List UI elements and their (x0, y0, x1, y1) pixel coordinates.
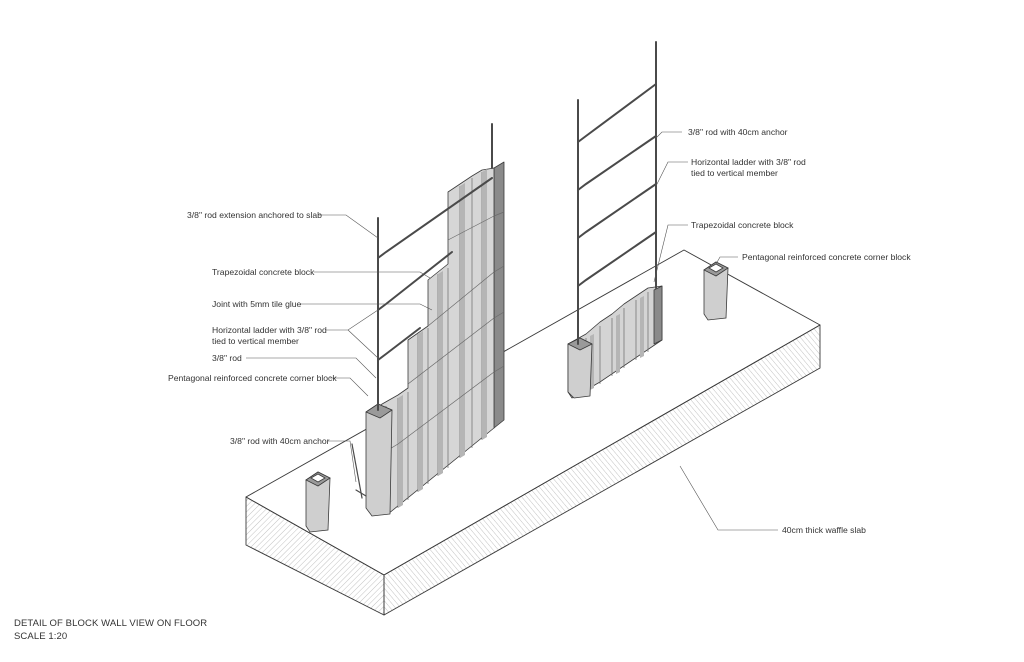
left-ladder-rung-3 (377, 327, 421, 361)
right-ladder-rung-4 (577, 231, 657, 287)
label-left-ladder-line1: Horizontal ladder with 3/8" rod (212, 325, 327, 335)
free-corner-block-left (305, 471, 331, 533)
label-left-ladder-line2: tied to vertical member (212, 336, 299, 346)
label-right-corner-block: Pentagonal reinforced concrete corner bl… (742, 252, 911, 262)
waffle-slab (245, 249, 821, 616)
label-right-rod-anchor: 3/8" rod with 40cm anchor (688, 127, 788, 137)
annotation-labels: 3/8" rod extension anchored to slab Trap… (168, 127, 911, 535)
label-left-rod: 3/8" rod (212, 353, 242, 363)
label-left-rod-anchor: 3/8" rod with 40cm anchor (230, 436, 330, 446)
left-anchor-rod (351, 443, 363, 499)
free-corner-block-right (703, 261, 729, 321)
right-ladder-rung-3 (577, 183, 657, 239)
leader-lines (246, 131, 778, 531)
label-left-rod-extension: 3/8" rod extension anchored to slab (187, 210, 322, 220)
left-wall-side-face (493, 161, 505, 429)
slab-right-face (383, 324, 821, 616)
label-left-corner-block: Pentagonal reinforced concrete corner bl… (168, 373, 337, 383)
label-right-ladder-line2: tied to vertical member (691, 168, 778, 178)
left-block-wall (365, 161, 505, 517)
left-wall-shadow-strips (398, 169, 487, 508)
left-corner-block (365, 403, 393, 517)
right-wall-side-face (653, 285, 663, 345)
right-ladder-rung-1 (577, 83, 657, 143)
label-slab: 40cm thick waffle slab (782, 525, 866, 535)
right-ladder-rung-2 (577, 135, 657, 191)
right-reinforcement (577, 41, 657, 345)
left-ladder-rung-1 (377, 177, 493, 259)
label-right-ladder-line1: Horizontal ladder with 3/8" rod (691, 157, 806, 167)
drawing-scale: SCALE 1:20 (14, 631, 68, 642)
label-left-joint: Joint with 5mm tile glue (212, 299, 302, 309)
right-block-wall (567, 285, 663, 399)
label-left-trapezoidal-block: Trapezoidal concrete block (212, 267, 315, 277)
drawing-title: DETAIL OF BLOCK WALL VIEW ON FLOOR (14, 618, 208, 629)
left-reinforcement (351, 123, 493, 499)
label-right-trapezoidal-block: Trapezoidal concrete block (691, 220, 794, 230)
